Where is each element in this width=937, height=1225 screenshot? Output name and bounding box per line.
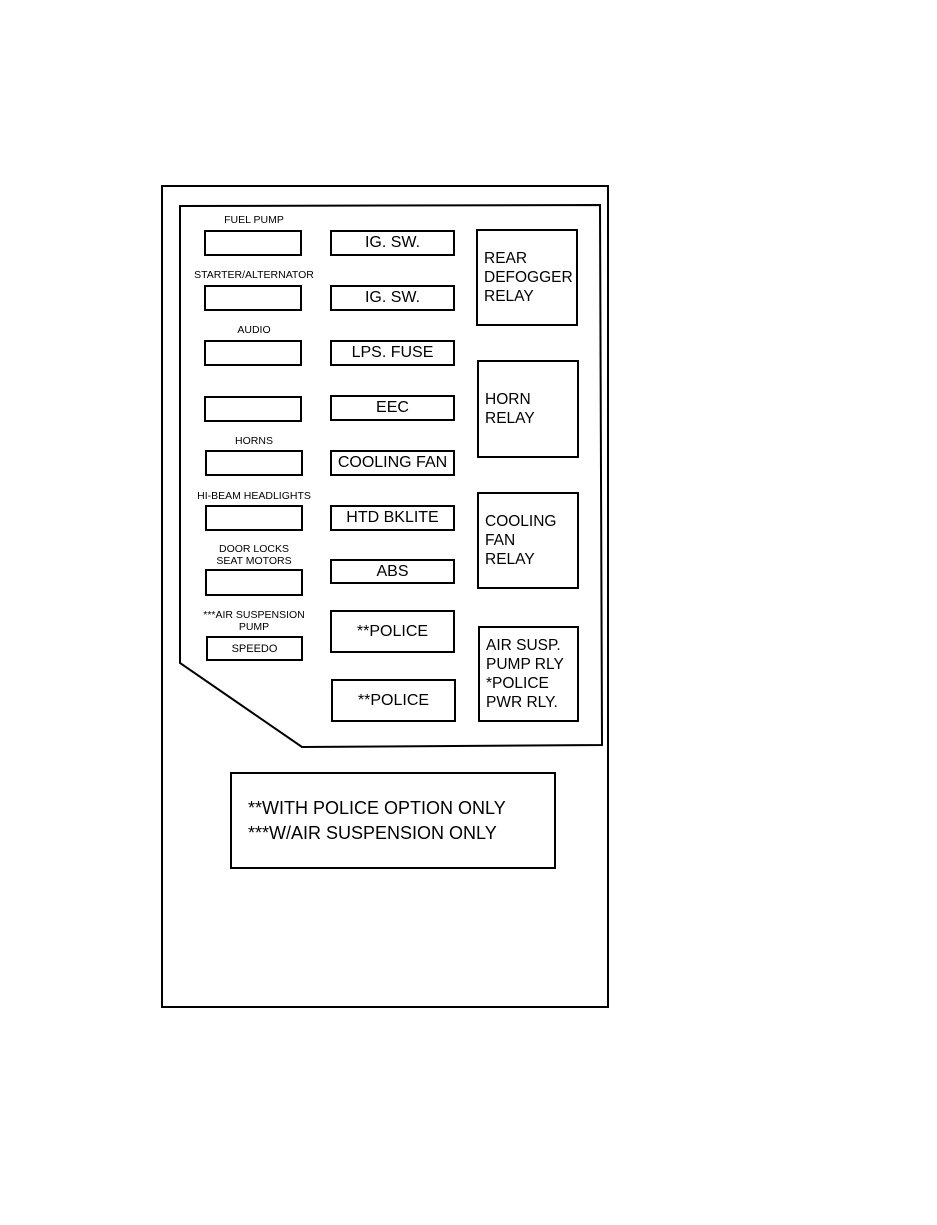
diagram-frame (161, 185, 609, 1008)
relay-air-susp-police: AIR SUSP. PUMP RLY *POLICE PWR RLY. (478, 626, 579, 722)
relay-rear-defogger-line-2: DEFOGGER (484, 269, 573, 286)
note-air-suspension: ***W/AIR SUSPENSION ONLY (248, 822, 497, 843)
fuse-door-locks-seat-motors (205, 569, 303, 596)
fuse-label-air-suspension: ***AIR SUSPENSION (203, 609, 305, 621)
fuse-label-horns: HORNS (235, 435, 273, 447)
fuse-label-hi-beam-headlights: HI-BEAM HEADLIGHTS (197, 490, 311, 502)
fuse-label-door-locks: DOOR LOCKS (218, 543, 289, 555)
relay-horn-line-1: HORN (485, 391, 531, 408)
note-police-option: **WITH POLICE OPTION ONLY (248, 797, 506, 818)
fuse-hi-beam-headlights (205, 505, 303, 531)
relay-horn-line-2: RELAY (485, 410, 535, 427)
fuse-label-audio: AUDIO (237, 324, 271, 336)
fuse-audio (204, 340, 302, 366)
fuse-label-fuel-pump: FUEL PUMP (224, 214, 284, 226)
fuse-police-2: **POLICE (331, 679, 456, 722)
fuse-unlabeled (204, 396, 302, 422)
relay-cooling-fan-line-3: RELAY (485, 551, 535, 568)
fuse-starter-alternator (204, 285, 302, 311)
fuse-label-seat-motors: SEAT MOTORS (216, 555, 292, 567)
fuse-speedo: SPEEDO (206, 636, 303, 661)
relay-air-susp-line-4: PWR RLY. (486, 694, 558, 711)
relay-rear-defogger: REAR DEFOGGER RELAY (476, 229, 578, 326)
relay-horn: HORN RELAY (477, 360, 579, 458)
relay-cooling-fan: COOLING FAN RELAY (477, 492, 579, 589)
relay-air-susp-line-1: AIR SUSP. (486, 637, 561, 654)
fuse-eec: EEC (330, 395, 455, 421)
fuse-label-pump: PUMP (238, 621, 270, 633)
fuse-police-1: **POLICE (330, 610, 455, 653)
fuse-htd-bklite: HTD BKLITE (330, 505, 455, 531)
fuse-lps: LPS. FUSE (330, 340, 455, 366)
relay-air-susp-line-3: *POLICE (486, 675, 549, 692)
fuse-cooling-fan: COOLING FAN (330, 450, 455, 476)
fuse-label-starter-alternator: STARTER/ALTERNATOR (194, 269, 314, 281)
relay-rear-defogger-line-3: RELAY (484, 288, 534, 305)
relay-cooling-fan-line-2: FAN (485, 532, 516, 549)
fuse-horns (205, 450, 303, 476)
fuse-fuel-pump (204, 230, 302, 256)
fuse-abs: ABS (330, 559, 455, 584)
relay-rear-defogger-line-1: REAR (484, 250, 528, 267)
relay-air-susp-line-2: PUMP RLY (486, 656, 564, 673)
relay-cooling-fan-line-1: COOLING (485, 513, 557, 530)
fuse-ig-sw-1: IG. SW. (330, 230, 455, 256)
notes-legend: **WITH POLICE OPTION ONLY ***W/AIR SUSPE… (230, 772, 556, 869)
fuse-ig-sw-2: IG. SW. (330, 285, 455, 311)
